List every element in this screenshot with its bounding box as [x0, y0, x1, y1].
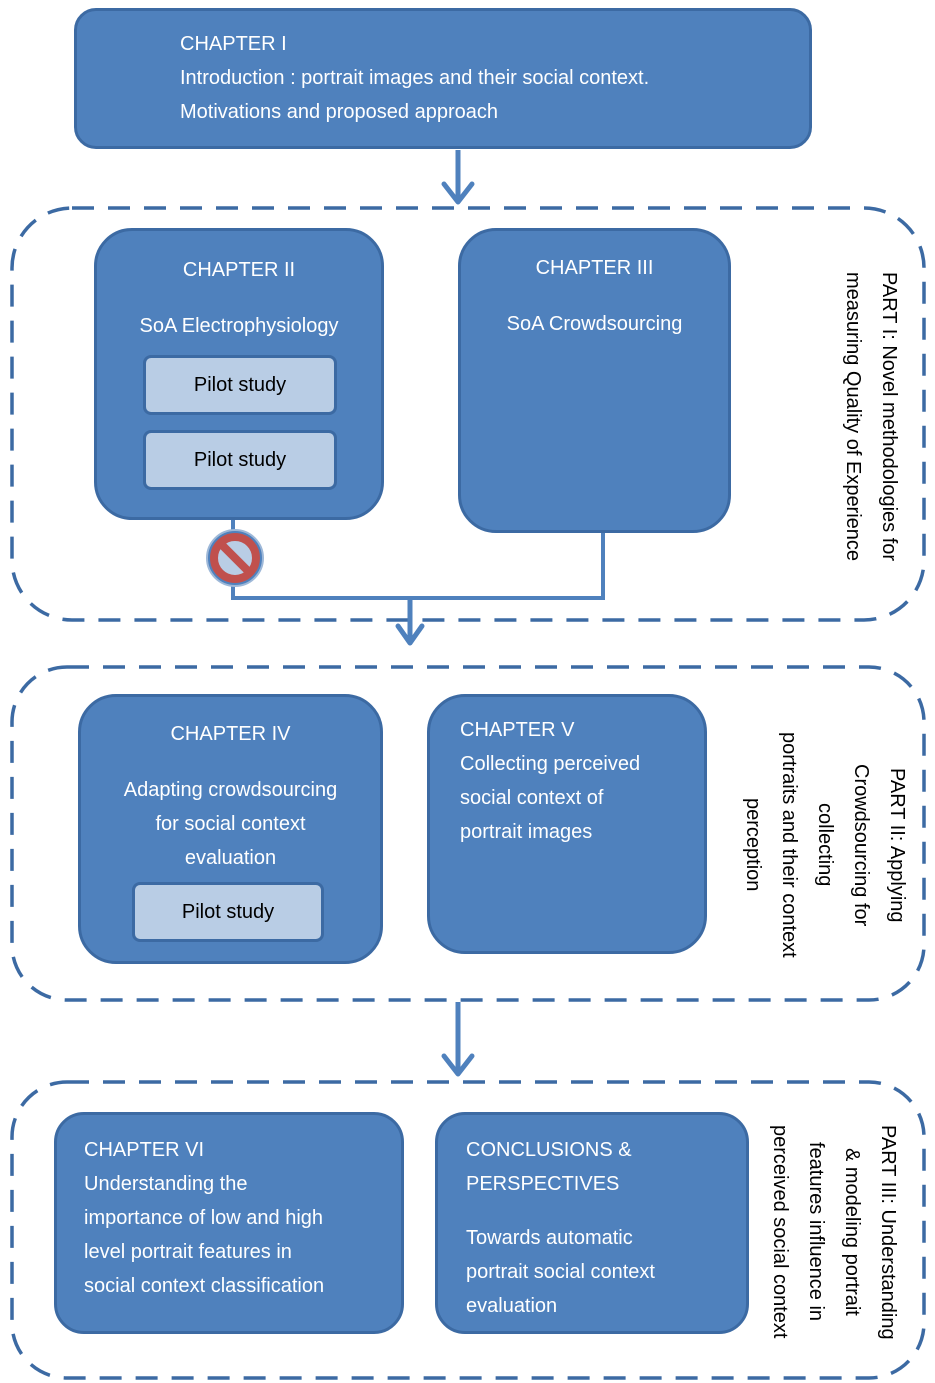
part2-label-line4: portraits and their context: [778, 732, 800, 958]
chapter6-line3: level portrait features in: [84, 1241, 292, 1263]
pilot-study-label: Pilot study: [193, 449, 287, 471]
conclusions-box: CONCLUSIONS & PERSPECTIVES Towards autom…: [435, 1112, 749, 1334]
connector-part1-to-part2: [231, 518, 605, 646]
conclusions-title-line2: PERSPECTIVES: [466, 1173, 620, 1195]
chapter4-pilot-study: Pilot study: [132, 882, 324, 942]
part3-label-line2: & modeling portrait: [841, 1148, 863, 1316]
part2-label-line3: collecting: [814, 803, 836, 887]
chapter2-pilot-study-1: Pilot study: [143, 355, 337, 415]
pilot-study-label: Pilot study: [181, 901, 275, 923]
chapter4-line3: evaluation: [184, 847, 277, 869]
arrow-chapter1-to-part1: [441, 150, 475, 205]
conclusions-line2: portrait social context: [466, 1261, 655, 1283]
chapter6-line1: Understanding the: [84, 1173, 248, 1195]
chapter2-title: CHAPTER II: [182, 259, 296, 281]
part1-label-line1: PART I: Novel methodologies for: [878, 272, 900, 562]
chapter4-line1: Adapting crowdsourcing: [123, 779, 338, 801]
chapter4-title: CHAPTER IV: [170, 723, 291, 745]
chapter3-box: CHAPTER III SoA Crowdsourcing: [458, 228, 731, 533]
part2-label-line2: Crowdsourcing for: [850, 763, 872, 927]
part3-label-line1: PART III: Understanding: [877, 1124, 899, 1340]
conclusions-line1: Towards automatic: [466, 1227, 633, 1249]
chapter6-title: CHAPTER VI: [84, 1139, 205, 1161]
part2-label-line1: PART II: Applying: [886, 767, 908, 923]
chapter1-line1: Introduction : portrait images and their…: [180, 67, 650, 89]
chapter5-title: CHAPTER V: [460, 719, 575, 741]
chapter5-line1: Collecting perceived: [460, 753, 641, 775]
chapter4-line2: for social context: [155, 813, 306, 835]
chapter1-box: CHAPTER I Introduction : portrait images…: [74, 8, 812, 149]
part2-container: [10, 665, 926, 1002]
pilot-study-label: Pilot study: [193, 374, 287, 396]
part1-container: [10, 206, 926, 622]
chapter6-line4: social context classification: [84, 1275, 325, 1297]
chapter2-pilot-study-2: Pilot study: [143, 430, 337, 490]
chapter6-line2: importance of low and high: [84, 1207, 324, 1229]
no-entry-icon: [206, 529, 264, 587]
part1-label: PART I: Novel methodologies for measurin…: [835, 252, 907, 582]
part1-label-line2: measuring Quality of Experience: [842, 272, 864, 562]
part3-label-line3: features influence in: [805, 1142, 827, 1322]
chapter1-line2: Motivations and proposed approach: [180, 101, 498, 123]
chapter2-subtitle: SoA Electrophysiology: [139, 315, 339, 337]
part2-label-line5: perception: [742, 798, 764, 892]
chapter5-line2: social context of: [460, 787, 604, 809]
chapter1-title: CHAPTER I: [180, 33, 287, 55]
chapter6-box: CHAPTER VI Understanding the importance …: [54, 1112, 404, 1334]
part3-label-line4: perceived social context: [769, 1125, 791, 1339]
conclusions-line3: evaluation: [466, 1295, 558, 1317]
arrow-part2-to-part3: [441, 1002, 475, 1077]
chapter3-subtitle: SoA Crowdsourcing: [506, 313, 683, 335]
chapter3-title: CHAPTER III: [535, 257, 654, 279]
chapter5-box: CHAPTER V Collecting perceived social co…: [427, 694, 707, 954]
part3-container: [10, 1080, 926, 1380]
part3-label: PART III: Understanding & modeling portr…: [762, 1112, 906, 1352]
chapter5-line3: portrait images: [460, 821, 593, 843]
conclusions-title-line1: CONCLUSIONS &: [466, 1139, 632, 1161]
part2-label: PART II: Applying Crowdsourcing for coll…: [735, 720, 915, 970]
